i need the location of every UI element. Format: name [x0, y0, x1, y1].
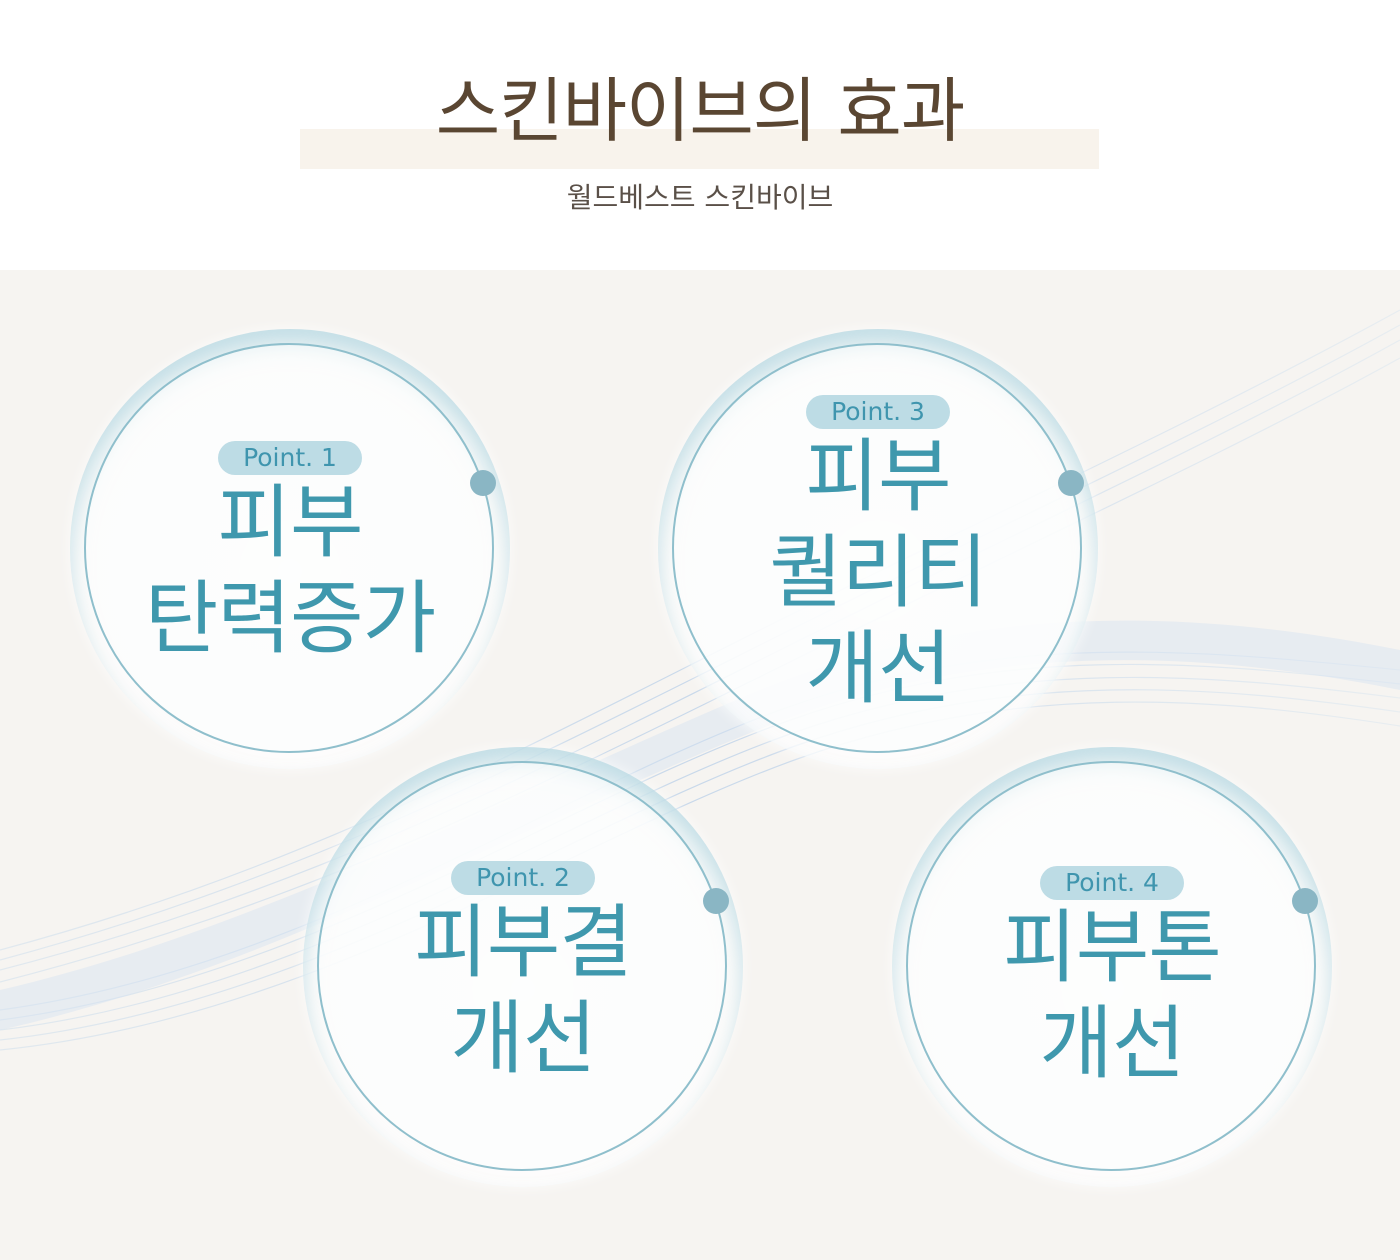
point-badge: Point. 2	[451, 861, 595, 895]
point-title-line: 탄력증가	[144, 572, 436, 665]
point-dot	[703, 888, 729, 914]
point-ring	[317, 761, 727, 1171]
point-title-line: 피부결	[414, 896, 633, 989]
point-title-line: 퀄리티	[769, 526, 988, 619]
point-title-line: 피부	[217, 476, 363, 569]
point-title-line: 개선	[805, 622, 951, 715]
point-content: Point. 1 피부 탄력증가	[70, 441, 510, 667]
point-title-line: 피부톤	[1003, 901, 1222, 994]
point-ring	[84, 343, 494, 753]
point-dot	[1058, 470, 1084, 496]
page-subtitle: 월드베스트 스킨바이브	[566, 181, 834, 214]
point-card-1: Point. 1 피부 탄력증가	[70, 329, 510, 769]
point-badge: Point. 4	[1040, 866, 1184, 900]
point-title-line: 개선	[1039, 997, 1185, 1090]
point-title-line: 피부	[805, 430, 951, 523]
point-badge: Point. 3	[806, 395, 950, 429]
point-card-2: Point. 2 피부결 개선	[303, 747, 743, 1187]
point-dot	[470, 470, 496, 496]
effects-section: Point. 1 피부 탄력증가 Point. 3 피부 퀄리티 개선 Poin…	[0, 270, 1400, 1260]
header: 스킨바이브의 효과 월드베스트 스킨바이브	[0, 0, 1400, 270]
point-badge: Point. 1	[218, 441, 362, 475]
point-dot	[1292, 888, 1318, 914]
point-card-3: Point. 3 피부 퀄리티 개선	[658, 329, 1098, 769]
point-content: Point. 3 피부 퀄리티 개선	[658, 395, 1098, 717]
title-highlight-bar	[300, 129, 1099, 169]
point-content: Point. 2 피부결 개선	[303, 861, 743, 1087]
point-ring	[906, 761, 1316, 1171]
point-card-4: Point. 4 피부톤 개선	[892, 747, 1332, 1187]
point-content: Point. 4 피부톤 개선	[892, 866, 1332, 1092]
page-title: 스킨바이브의 효과	[435, 70, 965, 152]
point-title-line: 개선	[450, 992, 596, 1085]
